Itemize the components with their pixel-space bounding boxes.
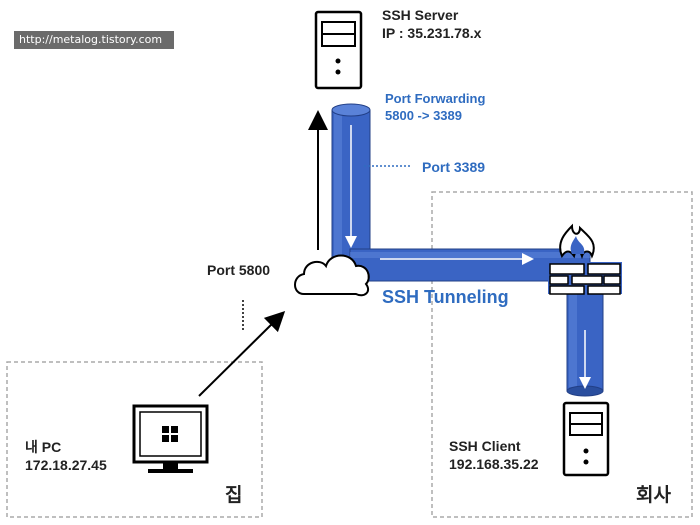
- my-pc-ip: 172.18.27.45: [25, 457, 107, 473]
- firewall-icon: [548, 223, 622, 295]
- ssh-client-icon: [562, 401, 610, 477]
- company-zone-label: 회사: [636, 485, 671, 506]
- home-zone: [6, 361, 263, 518]
- ssh-server-icon: [314, 10, 363, 90]
- ssh-server-title: SSH Server: [382, 7, 459, 23]
- cloud-icon: [294, 254, 370, 297]
- arrow-pc-to-cloud: [198, 310, 286, 397]
- ssh-client-ip: 192.168.35.22: [449, 456, 539, 472]
- ssh-client-name: SSH Client: [449, 438, 521, 454]
- ssh-tunneling-label: SSH Tunneling: [382, 287, 509, 307]
- windows-monitor-icon: [132, 404, 209, 473]
- watermark-label: http://metalog.tistory.com: [14, 31, 174, 49]
- home-zone-label: 집: [225, 485, 243, 506]
- port-forwarding-title: Port Forwarding: [385, 91, 486, 106]
- port-forwarding-mapping: 5800 -> 3389: [385, 108, 462, 123]
- port-5800-label: Port 5800: [207, 262, 271, 278]
- company-zone: [431, 191, 693, 518]
- my-pc-name: 내 PC: [25, 439, 62, 455]
- ssh-server-ip: IP : 35.231.78.x: [382, 25, 482, 41]
- port-3389-label: Port 3389: [422, 159, 486, 175]
